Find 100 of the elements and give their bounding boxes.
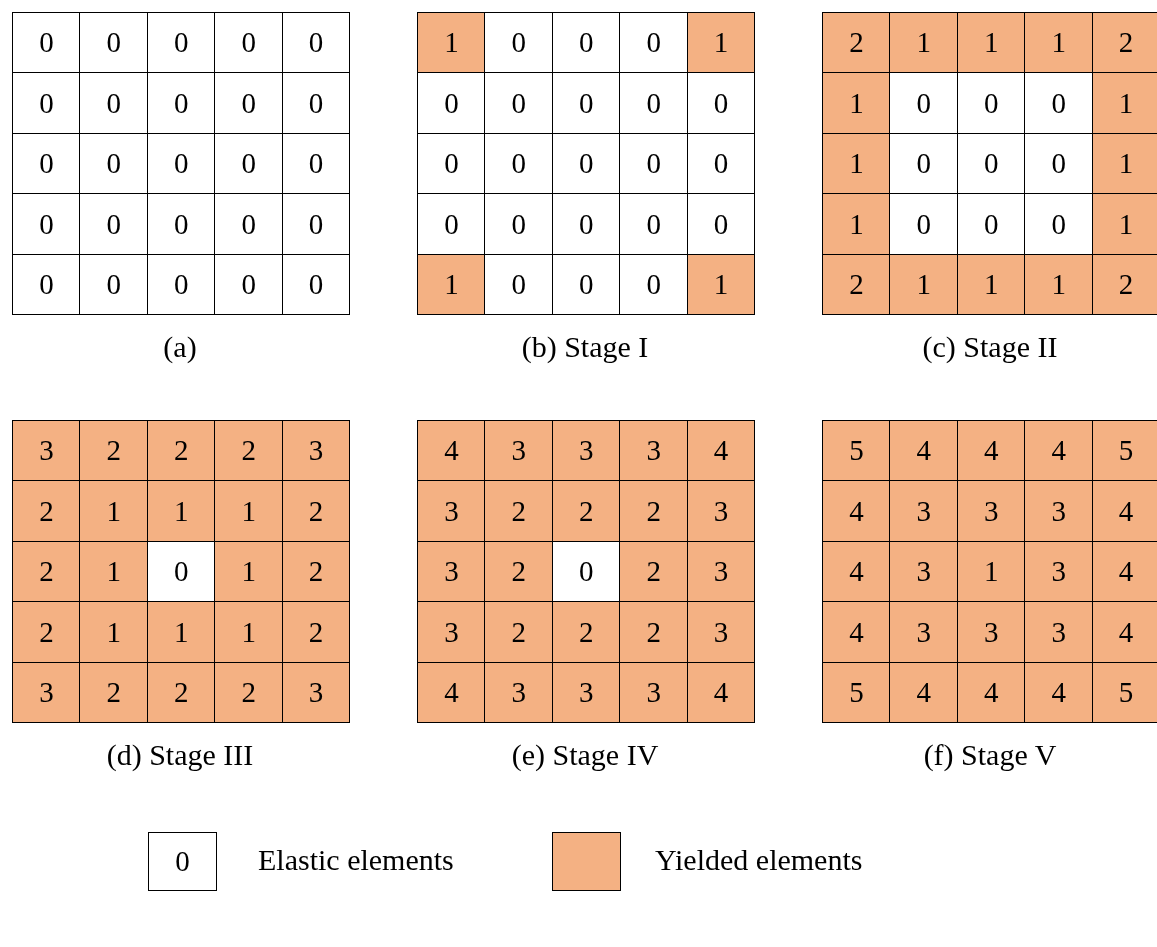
grid-cell: 3 (484, 661, 554, 724)
grid-cell: 0 (12, 193, 81, 256)
grid-cell: 2 (281, 601, 351, 664)
panel-caption: (d) Stage III (106, 738, 254, 772)
grid-cell: 1 (1024, 12, 1094, 74)
grid-cell: 1 (79, 480, 149, 543)
grid-cell: 3 (889, 480, 959, 543)
grid-cell: 2 (12, 601, 81, 664)
grid-cell: 2 (1091, 12, 1157, 74)
grid-cell: 3 (12, 420, 81, 482)
grid-cell: 1 (214, 480, 284, 543)
grid-cell: 4 (1091, 601, 1157, 664)
grid-cell: 0 (281, 253, 351, 316)
grid-cell: 2 (484, 540, 554, 603)
grid-cell: 3 (417, 601, 486, 664)
grid-cell: 2 (79, 661, 149, 724)
grid-cell: 2 (551, 601, 621, 664)
grid-cell: 0 (889, 72, 959, 135)
grid-cell: 2 (214, 420, 284, 482)
legend-swatch: 0 (148, 832, 217, 891)
grid-cell: 3 (686, 601, 756, 664)
grid-cell: 2 (12, 480, 81, 543)
grid-cell: 1 (889, 253, 959, 316)
grid-cell: 2 (619, 540, 689, 603)
grid-cell: 0 (889, 193, 959, 256)
grid-cell: 1 (956, 12, 1026, 74)
grid-cell: 2 (484, 480, 554, 543)
grid-cell: 1 (686, 12, 756, 74)
grid-cell: 4 (889, 661, 959, 724)
grid-cell: 0 (12, 253, 81, 316)
grid-cell: 2 (79, 420, 149, 482)
grid-cell: 2 (1091, 253, 1157, 316)
grid-cell: 5 (1091, 661, 1157, 724)
grid-cell: 1 (214, 601, 284, 664)
grid-cell: 3 (281, 420, 351, 482)
grid-cell: 0 (417, 72, 486, 135)
grid-cell: 5 (822, 420, 891, 482)
grid-cell: 2 (822, 253, 891, 316)
grid-cell: 0 (484, 12, 554, 74)
grid-cell: 1 (822, 72, 891, 135)
grid-cell: 0 (484, 193, 554, 256)
grid-cell: 0 (12, 12, 81, 74)
grid-cell: 1 (956, 253, 1026, 316)
grid-cell: 2 (146, 420, 216, 482)
grid-cell: 1 (1091, 193, 1157, 256)
grid-cell: 2 (146, 661, 216, 724)
grid-cell: 0 (417, 193, 486, 256)
grid-cell: 2 (281, 540, 351, 603)
grid-cell: 3 (1024, 601, 1094, 664)
grid-cell: 1 (417, 12, 486, 74)
grid-cell: 3 (484, 420, 554, 482)
grid-cell: 1 (146, 480, 216, 543)
grid-cell: 4 (822, 480, 891, 543)
grid-cell: 0 (686, 193, 756, 256)
grid-cell: 0 (484, 72, 554, 135)
grid-cell: 4 (686, 661, 756, 724)
grid-cell: 4 (956, 661, 1026, 724)
grid-cell: 1 (822, 132, 891, 195)
grid-cell: 1 (822, 193, 891, 256)
grid-cell: 5 (1091, 420, 1157, 482)
grid-cell: 3 (551, 661, 621, 724)
grid-cell: 2 (214, 661, 284, 724)
grid-cell: 0 (79, 72, 149, 135)
grid-cell: 0 (686, 72, 756, 135)
grid-cell: 0 (619, 12, 689, 74)
grid-cell: 0 (214, 193, 284, 256)
grid-cell: 3 (686, 540, 756, 603)
grid-cell: 2 (619, 480, 689, 543)
grid-cell: 3 (1024, 480, 1094, 543)
grid-cell: 4 (1024, 420, 1094, 482)
grid-cell: 1 (146, 601, 216, 664)
grid-cell: 1 (214, 540, 284, 603)
grid-cell: 4 (417, 661, 486, 724)
grid-cell: 0 (12, 72, 81, 135)
grid-cell: 0 (79, 193, 149, 256)
grid-cell: 1 (889, 12, 959, 74)
grid-cell: 2 (619, 601, 689, 664)
grid-cell: 3 (889, 601, 959, 664)
grid-cell: 1 (79, 540, 149, 603)
grid-cell: 0 (619, 253, 689, 316)
grid-cell: 4 (1091, 540, 1157, 603)
grid-cell: 1 (956, 540, 1026, 603)
grid-cell: 3 (619, 420, 689, 482)
grid-cell: 3 (551, 420, 621, 482)
grid-cell: 3 (889, 540, 959, 603)
grid-cell: 4 (686, 420, 756, 482)
panel-caption: (e) Stage IV (511, 738, 659, 772)
grid-cell: 4 (822, 601, 891, 664)
grid-cell: 0 (484, 253, 554, 316)
grid-cell: 0 (281, 12, 351, 74)
grid-cell: 4 (417, 420, 486, 482)
grid-cell: 3 (1024, 540, 1094, 603)
grid-cell: 5 (822, 661, 891, 724)
grid-cell: 3 (956, 601, 1026, 664)
grid-cell: 3 (956, 480, 1026, 543)
grid-cell: 1 (1024, 253, 1094, 316)
panel-caption: (c) Stage II (922, 330, 1058, 364)
panel-caption: (a) (163, 330, 197, 364)
grid-cell: 0 (79, 253, 149, 316)
grid-cell: 1 (79, 601, 149, 664)
